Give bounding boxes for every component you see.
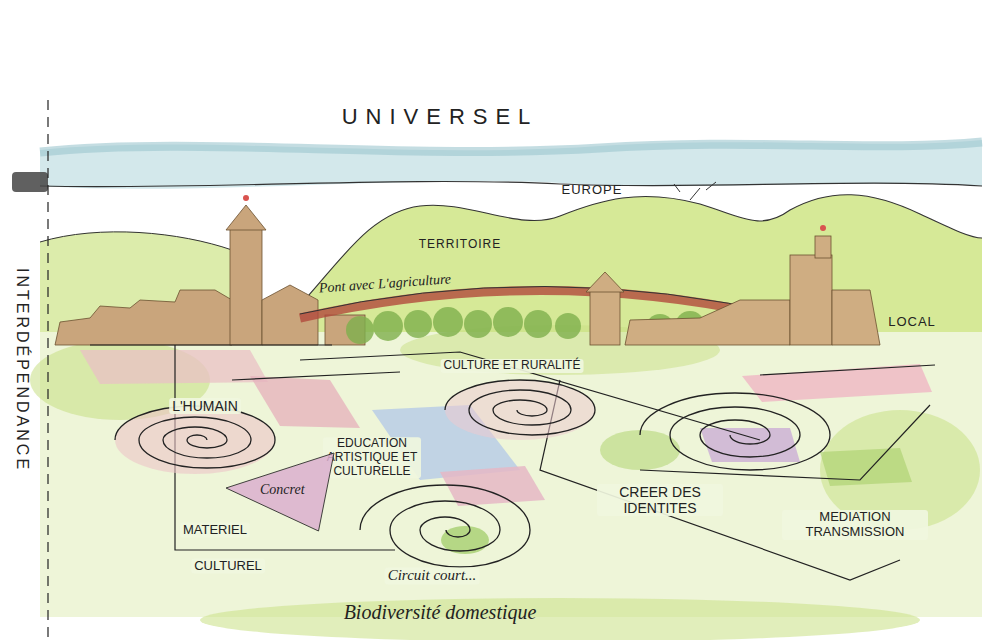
- tree-line-part: [524, 310, 552, 338]
- right-castle-part: [790, 255, 832, 345]
- pen-lines-part: [640, 405, 930, 480]
- field-patches: [80, 350, 932, 506]
- field-patches-part: [80, 350, 268, 384]
- pen-lines-part: [232, 372, 400, 380]
- pen-lines-part: [760, 365, 935, 375]
- tree-line-part: [404, 310, 432, 338]
- spirals-part: [445, 380, 595, 435]
- theme-label: EDUCATION ARTISTIQUE ET CULTURELLE: [323, 437, 421, 478]
- scale-label: UNIVERSEL: [342, 104, 539, 129]
- triangle-patch: Concret: [225, 452, 335, 532]
- right-castle-part: [590, 290, 620, 345]
- hills-part: [40, 232, 232, 250]
- right-castle-part: [820, 225, 826, 231]
- right-castle: [586, 225, 880, 345]
- hills-part: [674, 182, 716, 200]
- theme-label: MEDIATION TRANSMISSION: [782, 510, 928, 540]
- pen-lines-part: [47, 100, 48, 640]
- sky-band-part: [12, 172, 48, 192]
- scale-label: LOCAL: [888, 315, 936, 330]
- theme-label: L'HUMAIN: [169, 398, 241, 414]
- patch-label: Concret: [260, 482, 305, 498]
- left-village-part: [55, 290, 232, 345]
- left-village-part: [230, 228, 262, 345]
- right-castle-part: [625, 300, 790, 345]
- tree-line-part: [373, 311, 403, 341]
- theme-label: MATERIEL: [180, 523, 250, 538]
- axis-label: INTERDÉPENDANCE: [13, 268, 31, 472]
- ground-wash: [30, 325, 982, 640]
- hills-part: [300, 195, 982, 305]
- spirals-part: [640, 393, 830, 470]
- tree-line-part: [493, 307, 523, 337]
- scale-label: TERRITOIRE: [419, 238, 501, 252]
- ground-wash-part: [600, 430, 680, 470]
- field-patches-part: [440, 466, 545, 506]
- tree-line-part: [346, 316, 374, 344]
- pen-lines-part: [300, 352, 760, 440]
- theme-label: CULTUREL: [191, 559, 265, 574]
- sky-band-part: [40, 181, 982, 186]
- sky-band-part: [40, 142, 982, 152]
- tree-line-part: [433, 307, 463, 337]
- ground-wash-part: [200, 598, 920, 640]
- spirals-part: [115, 406, 275, 474]
- left-village: [55, 195, 365, 345]
- spirals-part: [360, 485, 530, 567]
- scale-label: EUROPE: [562, 183, 623, 198]
- hills-part: [300, 195, 982, 335]
- theme-label: Circuit court...: [385, 567, 480, 584]
- right-castle-part: [832, 290, 880, 345]
- spirals-part: [445, 380, 595, 440]
- sky-band-part: [40, 140, 982, 189]
- field-patches-part: [250, 376, 360, 428]
- pen-lines-part: [90, 344, 332, 345]
- tree-line-part: [555, 313, 581, 339]
- sky-band: [12, 140, 982, 192]
- pen-lines: [48, 100, 935, 640]
- caption-label: Biodiversité domestique: [344, 601, 537, 624]
- right-castle-part: [815, 236, 831, 258]
- spirals-part: [115, 406, 275, 468]
- triangle-outline: [226, 453, 334, 531]
- field-patches-part: [820, 448, 912, 486]
- spirals: [115, 380, 830, 567]
- theme-label: CULTURE ET RURALITÉ: [441, 359, 584, 373]
- left-village-part: [243, 195, 249, 201]
- ground-wash-part: [40, 332, 982, 617]
- right-castle-part: [586, 272, 624, 292]
- left-village-part: [226, 205, 266, 230]
- tree-line-part: [464, 310, 492, 338]
- theme-label: CREER DES IDENTITES: [597, 484, 723, 516]
